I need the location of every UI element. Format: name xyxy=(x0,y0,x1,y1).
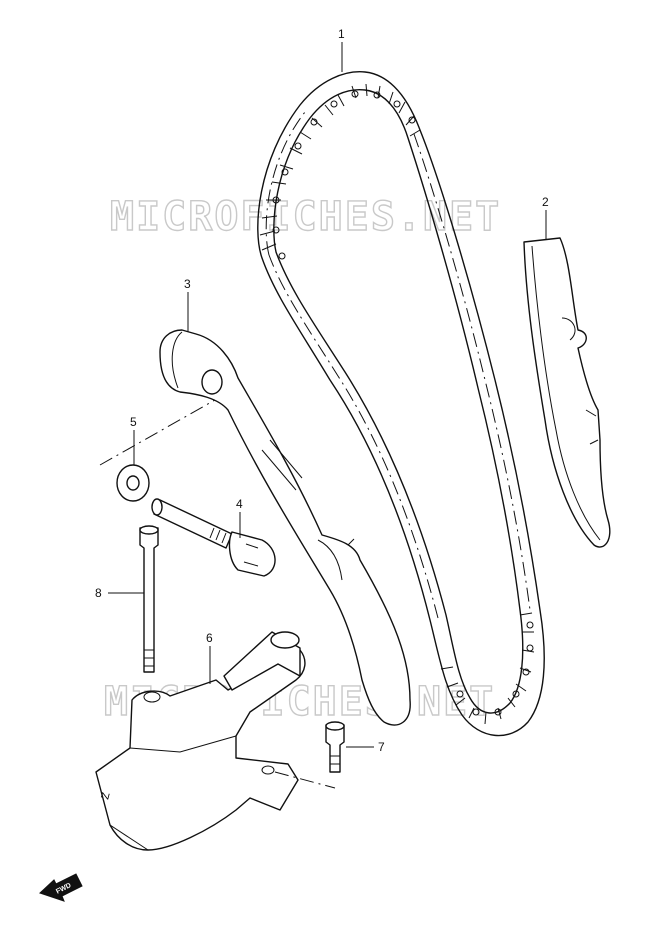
long-bolt xyxy=(139,525,159,673)
callout-7: 7 xyxy=(346,740,385,754)
housing-mark: Z xyxy=(99,791,112,801)
pivot-bolt xyxy=(151,498,276,577)
callout-6: 6 xyxy=(206,631,213,684)
cam-chain xyxy=(257,71,545,737)
svg-text:5: 5 xyxy=(130,415,137,429)
svg-text:3: 3 xyxy=(184,277,191,291)
svg-text:8: 8 xyxy=(95,586,102,600)
watermark-top: MICROFICHES.NET xyxy=(110,194,501,240)
svg-text:4: 4 xyxy=(236,497,243,511)
cam-chain-guide xyxy=(523,237,611,548)
washer xyxy=(116,464,150,502)
svg-text:6: 6 xyxy=(206,631,213,645)
svg-text:1: 1 xyxy=(338,27,345,41)
svg-text:2: 2 xyxy=(542,195,549,209)
callout-2: 2 xyxy=(542,195,549,240)
callout-5: 5 xyxy=(130,415,137,465)
svg-text:7: 7 xyxy=(378,740,385,754)
fwd-arrow-icon: FWD xyxy=(39,873,83,902)
callout-3: 3 xyxy=(184,277,191,332)
callout-8: 8 xyxy=(95,586,144,600)
callout-1: 1 xyxy=(338,27,345,72)
chain-tensioner-housing: Z xyxy=(95,631,306,851)
small-bolt xyxy=(325,721,345,773)
callout-4: 4 xyxy=(236,497,243,538)
chain-tensioner-arm xyxy=(159,329,411,726)
